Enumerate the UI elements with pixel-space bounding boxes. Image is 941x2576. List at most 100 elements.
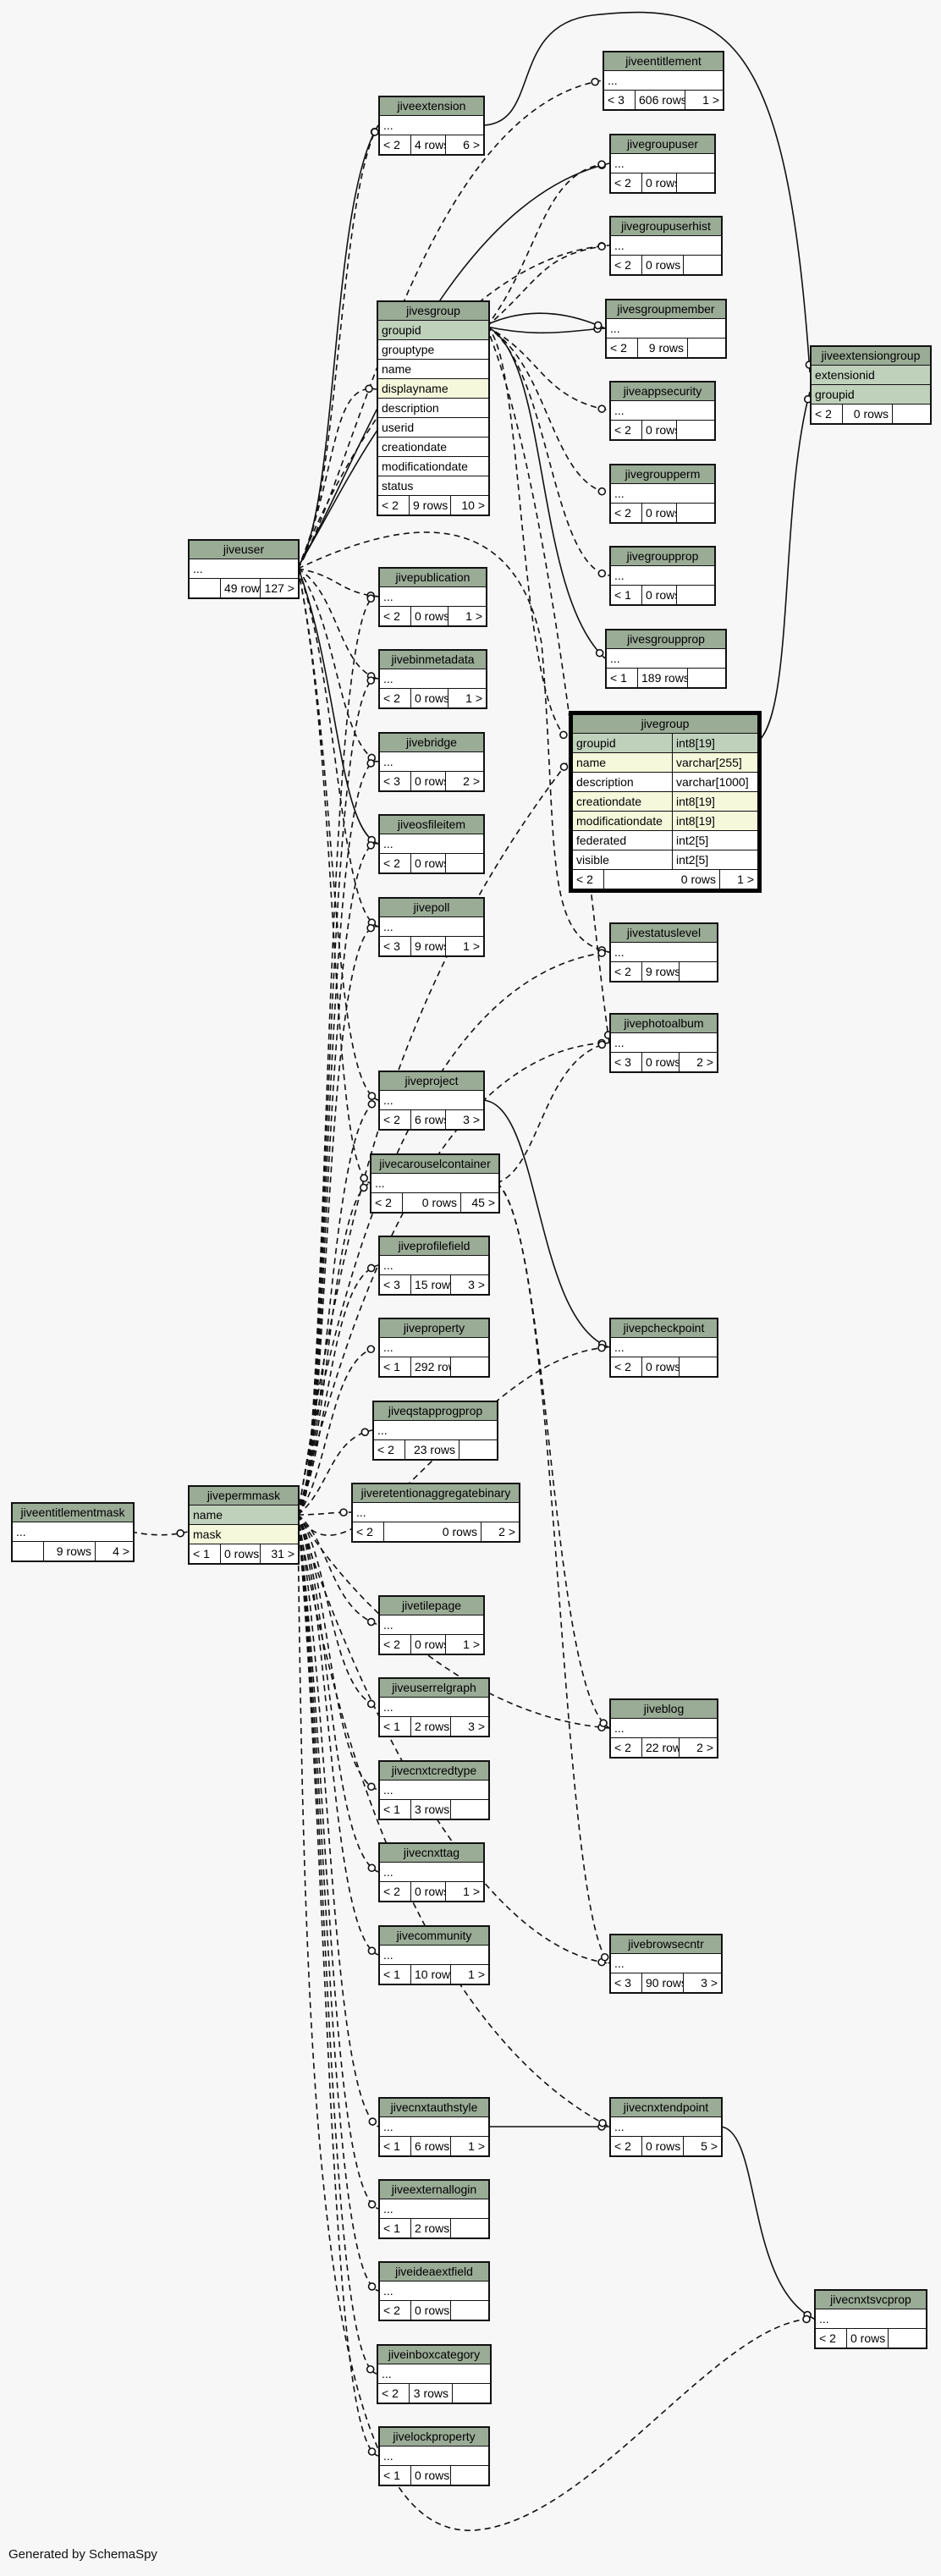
column-row[interactable]: ... [607, 319, 725, 339]
table-jiveosfileitem[interactable]: jiveosfileitem...< 20 rows [378, 814, 485, 874]
column-row[interactable]: ... [353, 1503, 519, 1522]
table-name[interactable]: jivepoll [380, 899, 483, 917]
column-row[interactable]: ... [380, 1256, 488, 1275]
table-name[interactable]: jivesgroupmember [607, 300, 725, 319]
table-name[interactable]: jiveentitlementmask [13, 1504, 133, 1522]
column-row[interactable]: ... [378, 2364, 490, 2384]
column-row[interactable]: extensionid [812, 366, 930, 385]
table-name[interactable]: jivecnxtsvcprop [816, 2291, 926, 2309]
table-name[interactable]: jiveproject [380, 1072, 483, 1091]
table-name[interactable]: jivetilepage [380, 1597, 483, 1616]
column-row[interactable]: ... [611, 1033, 717, 1053]
column-row[interactable]: ... [611, 2117, 721, 2137]
table-name[interactable]: jivephotoalbum [611, 1015, 717, 1033]
column-row[interactable]: ... [380, 1946, 488, 1965]
column-row[interactable]: creationdate [378, 438, 488, 457]
column-row[interactable]: ... [380, 917, 483, 937]
table-name[interactable]: jivecnxttag [380, 1844, 483, 1863]
table-name[interactable]: jivebrowsecntr [611, 1935, 721, 1954]
column-row[interactable]: ... [816, 2309, 926, 2329]
column-row[interactable]: ... [604, 71, 723, 91]
column-row[interactable]: ... [380, 587, 486, 607]
table-name[interactable]: jiveentitlement [604, 52, 723, 71]
table-jivegroupperm[interactable]: jivegroupperm...< 20 rows [609, 464, 716, 524]
table-name[interactable]: jiveinboxcategory [378, 2346, 490, 2364]
table-name[interactable]: jivegroupperm [611, 465, 714, 484]
column-row[interactable]: ... [611, 236, 721, 256]
table-name[interactable]: jivepcheckpoint [611, 1319, 717, 1338]
table-name[interactable]: jiveexternallogin [380, 2181, 488, 2199]
column-row[interactable]: ... [380, 1698, 488, 1717]
table-name[interactable]: jivegroupprop [611, 548, 714, 566]
column-row[interactable]: ... [380, 2282, 488, 2301]
table-name[interactable]: jivegroupuserhist [611, 217, 721, 236]
column-row[interactable]: ... [190, 559, 298, 579]
table-name[interactable]: jivecarouselcontainer [371, 1155, 498, 1174]
table-name[interactable]: jiveuser [190, 541, 298, 559]
column-row[interactable]: description [378, 399, 488, 418]
column-row[interactable]: ... [380, 669, 486, 689]
table-name[interactable]: jivegroupuser [611, 135, 714, 154]
table-name[interactable]: jivebinmetadata [380, 651, 486, 669]
table-name[interactable]: jivecnxtauthstyle [380, 2099, 488, 2117]
table-jivegroupprop[interactable]: jivegroupprop...< 10 rows [609, 546, 716, 606]
table-name[interactable]: jiveprofilefield [380, 1237, 488, 1256]
column-row[interactable]: groupid [378, 321, 488, 340]
table-name[interactable]: jivepermmask [190, 1487, 298, 1505]
column-row[interactable]: name [190, 1505, 298, 1525]
column-row[interactable]: mask [190, 1525, 298, 1544]
table-name[interactable]: jiveuserrelgraph [380, 1679, 488, 1698]
table-name[interactable]: jiveappsecurity [611, 383, 714, 401]
table-name[interactable]: jivecommunity [380, 1927, 488, 1946]
column-row[interactable]: ... [380, 752, 483, 772]
column-row[interactable]: ... [380, 116, 483, 135]
column-row[interactable]: status [378, 476, 488, 496]
table-name[interactable]: jiveproperty [380, 1319, 488, 1338]
column-row[interactable]: name [378, 360, 488, 379]
column-row[interactable]: ... [611, 566, 714, 586]
column-row[interactable]: ... [380, 834, 483, 854]
column-row[interactable]: grouptype [378, 340, 488, 360]
table-name[interactable]: jiveextension [380, 97, 483, 116]
table-name[interactable]: jivesgroupprop [607, 630, 725, 649]
column-row[interactable]: userid [378, 418, 488, 438]
table-name[interactable]: jivecnxtendpoint [611, 2099, 721, 2117]
column-row[interactable]: ... [13, 1522, 133, 1542]
table-name[interactable]: jivesgroup [378, 302, 488, 321]
column-row[interactable]: ... [380, 1338, 488, 1357]
column-row[interactable]: ... [611, 1954, 721, 1973]
column-row[interactable]: ... [380, 2117, 488, 2137]
